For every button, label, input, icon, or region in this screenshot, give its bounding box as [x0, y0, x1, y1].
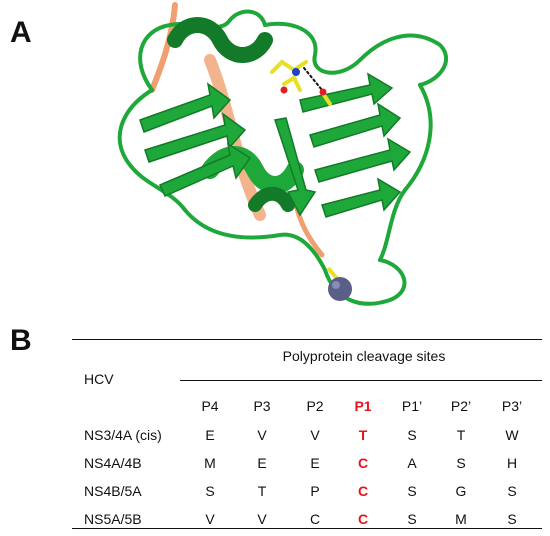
- column-header-3: P1: [354, 398, 372, 414]
- table-cell: C: [357, 511, 369, 527]
- table-cell: T: [257, 483, 267, 499]
- table-top-rule: [72, 339, 542, 340]
- table-cell: S: [407, 427, 417, 443]
- table-cell: A: [407, 455, 417, 471]
- column-header-5: P2’: [450, 398, 472, 414]
- row-name: NS4B/5A: [84, 483, 142, 499]
- column-header-0: P4: [201, 398, 219, 414]
- table-cell: S: [507, 511, 517, 527]
- table-cell: P: [310, 483, 320, 499]
- table-cell: T: [358, 427, 368, 443]
- row-name: NS5A/5B: [84, 511, 142, 527]
- table-cell: V: [310, 427, 320, 443]
- table-cell: S: [456, 455, 466, 471]
- table-bottom-rule: [72, 528, 542, 529]
- table-cell: V: [205, 511, 215, 527]
- column-header-2: P2: [306, 398, 324, 414]
- beta-sheets: [139, 72, 412, 218]
- table-cell: V: [257, 427, 267, 443]
- column-header-4: P1’: [401, 398, 423, 414]
- row-name: NS3/4A (cis): [84, 427, 162, 443]
- table-cell: H: [506, 455, 518, 471]
- panel-b-label: B: [10, 324, 32, 357]
- zinc-site: [326, 266, 352, 301]
- column-header-1: P3: [253, 398, 271, 414]
- table-cell: M: [455, 511, 467, 527]
- table-cell: V: [257, 511, 267, 527]
- table-cell: W: [505, 427, 519, 443]
- table-cell: C: [309, 511, 321, 527]
- table-cell: M: [204, 455, 216, 471]
- table-cell: E: [310, 455, 320, 471]
- protease-structure-image: [117, 2, 448, 306]
- table-group-rule: [180, 380, 542, 381]
- table-group-header: Polyprotein cleavage sites: [282, 348, 446, 364]
- table-cell: G: [455, 483, 467, 499]
- table-cell: S: [507, 483, 517, 499]
- table-cell: C: [357, 455, 369, 471]
- panel-a-label: A: [10, 16, 32, 49]
- table-cell: E: [257, 455, 267, 471]
- table-cell: S: [407, 483, 417, 499]
- table-cell: C: [357, 483, 369, 499]
- table-cell: S: [205, 483, 215, 499]
- ribbon-loops: [117, 9, 448, 306]
- table-row-header: HCV: [84, 371, 114, 387]
- column-header-6: P3’: [501, 398, 523, 414]
- row-name: NS4A/4B: [84, 455, 142, 471]
- active-site-sidechains: [270, 59, 332, 106]
- table-cell: T: [456, 427, 466, 443]
- table-cell: E: [205, 427, 215, 443]
- table-cell: S: [407, 511, 417, 527]
